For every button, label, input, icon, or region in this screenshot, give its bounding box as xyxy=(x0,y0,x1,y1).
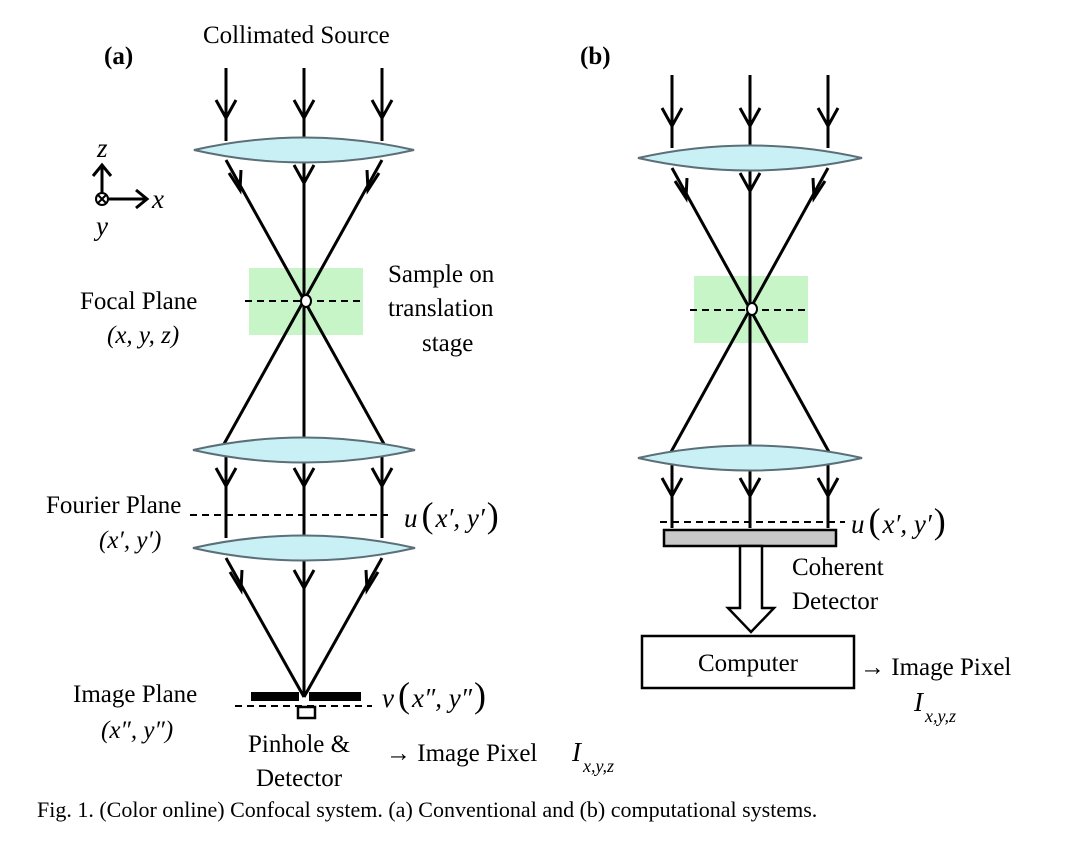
field-u-a-arg: x′, y′ xyxy=(435,503,486,533)
panel-b-tag: (b) xyxy=(580,43,611,70)
incoming-rays-b xyxy=(660,75,840,148)
paren-close-v-a: ) xyxy=(474,675,486,715)
image-pixel-label-b: → Image Pixel xyxy=(860,654,1011,681)
fourier-plane-label: Fourier Plane xyxy=(46,492,181,519)
lens-2-a xyxy=(192,436,416,464)
image-pixel-label-a: → Image Pixel xyxy=(386,740,537,767)
lens-2-b xyxy=(637,444,863,472)
field-v-a-symbol: v xyxy=(382,683,394,713)
panel-a: (a) Collimated Source Focal Plane (x, y,… xyxy=(46,22,614,792)
fourier-rays-b xyxy=(660,463,840,528)
lens-1-a xyxy=(193,136,415,164)
paren-close-u-b: ) xyxy=(934,501,946,541)
data-flow-arrow xyxy=(725,544,777,634)
focal-point-b xyxy=(746,302,758,316)
image-plane-coords: (x″, y″) xyxy=(101,717,173,744)
sample-label-line1: Sample on xyxy=(388,261,495,288)
field-u-b-symbol: u xyxy=(851,509,865,539)
fourier-rays-a xyxy=(214,455,394,538)
coherent-detector-label-line2: Detector xyxy=(792,588,879,615)
computer-label: Computer xyxy=(698,650,799,677)
incoming-rays-a xyxy=(214,68,394,141)
coherent-detector-label-line1: Coherent xyxy=(792,554,884,581)
pixel-symbol-b: I xyxy=(913,687,925,717)
focal-plane-label: Focal Plane xyxy=(80,288,197,315)
pixel-symbol-a: I xyxy=(571,737,583,767)
collimated-source-label: Collimated Source xyxy=(203,22,390,49)
sample-label-line2: translation xyxy=(388,295,494,322)
pixel-subscript-a: x,y,z xyxy=(582,756,614,776)
paren-close-u-a: ) xyxy=(487,495,499,535)
focal-plane-coords: (x, y, z) xyxy=(107,322,179,349)
axis-x-label: x xyxy=(151,184,164,214)
axis-y-label: y xyxy=(93,211,108,241)
paren-open-v-a: ( xyxy=(398,675,410,715)
pinhole-plate-right xyxy=(309,692,361,701)
coherent-detector-bar xyxy=(662,528,838,548)
pinhole-plate-left xyxy=(251,692,299,701)
lens-1-b xyxy=(637,144,863,172)
paren-open-u-b: ( xyxy=(869,501,881,541)
pinhole-label-line1: Pinhole & xyxy=(248,731,350,758)
image-rays-a xyxy=(224,557,384,698)
pixel-subscript-b: x,y,z xyxy=(924,706,956,726)
axis-z-label: z xyxy=(96,133,108,163)
field-v-a: v(x″, y″) xyxy=(382,675,486,715)
pinhole-label-line2: Detector xyxy=(256,765,343,792)
focal-point xyxy=(300,294,312,308)
image-plane-label: Image Plane xyxy=(73,681,197,708)
field-v-a-arg: x″, y″ xyxy=(411,683,473,713)
field-u-b-arg: x′, y′ xyxy=(882,509,933,539)
panel-b: (b) u(x′, y xyxy=(580,43,1011,726)
coordinate-axes: z x y xyxy=(91,133,164,241)
sample-label-line3: stage xyxy=(422,330,473,357)
paren-open-u-a: ( xyxy=(422,495,434,535)
computer-box xyxy=(640,634,856,690)
point-detector xyxy=(296,705,317,720)
field-u-b: u(x′, y′) xyxy=(851,501,946,541)
field-u-a: u(x′, y′) xyxy=(404,495,499,535)
fourier-plane-coords: (x′, y′) xyxy=(99,527,161,554)
field-u-a-symbol: u xyxy=(404,503,418,533)
lens-3-a xyxy=(192,534,416,562)
figure-caption: Fig. 1. (Color online) Confocal system. … xyxy=(37,797,818,822)
panel-a-tag: (a) xyxy=(104,43,133,70)
